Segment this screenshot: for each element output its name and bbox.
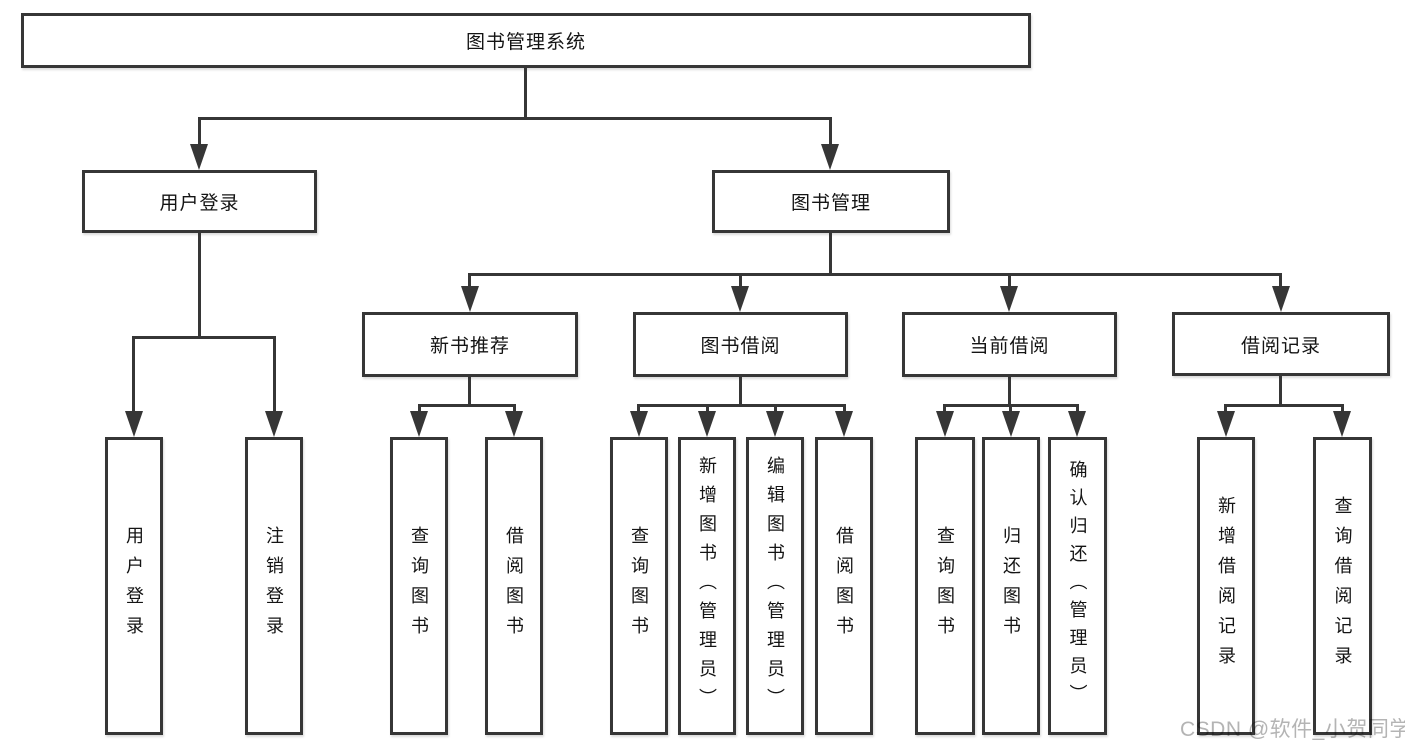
arrowhead-down (731, 286, 749, 312)
node-book-management: 图书管理 (712, 170, 950, 233)
leaf-confirm-return-admin: 确认归还（管理员） (1048, 437, 1107, 735)
arrowhead-down (766, 411, 784, 437)
arrowhead-down (1002, 411, 1020, 437)
node-label: 图书管理系统 (465, 32, 586, 53)
node-label: 图书借阅 (700, 336, 781, 357)
leaf-query-books-current: 查询图书 (915, 437, 975, 735)
leaf-edit-books-admin: 编辑图书（管理员） (746, 437, 804, 735)
leaf-label: 用户登录 (124, 526, 144, 646)
node-new-book-recommend: 新书推荐 (362, 312, 578, 377)
leaf-label: 借阅图书 (834, 526, 854, 646)
node-book-borrowing: 图书借阅 (633, 312, 848, 377)
leaf-label: 归还图书 (1001, 526, 1021, 646)
leaf-label: 新增借阅记录 (1216, 496, 1236, 676)
arrowhead-down (1272, 286, 1290, 312)
leaf-borrow-books-borrowing: 借阅图书 (815, 437, 873, 735)
leaf-label: 确认归还（管理员） (1067, 460, 1088, 712)
arrowhead-down (630, 411, 648, 437)
arrowhead-down (1217, 411, 1235, 437)
arrowhead-down (698, 411, 716, 437)
node-current-borrowing: 当前借阅 (902, 312, 1117, 377)
node-library-management-system: 图书管理系统 (21, 13, 1031, 68)
leaf-label: 新增图书（管理员） (697, 455, 717, 717)
leaf-query-books-borrowing: 查询图书 (610, 437, 668, 735)
leaf-user-login: 用户登录 (105, 437, 163, 735)
leaf-label: 编辑图书（管理员） (765, 455, 785, 717)
leaf-query-borrow-record: 查询借阅记录 (1313, 437, 1372, 735)
arrowhead-down (505, 411, 523, 437)
leaf-borrow-books-newbooks: 借阅图书 (485, 437, 543, 735)
leaf-label: 查询图书 (629, 526, 649, 646)
arrowhead-down (1333, 411, 1351, 437)
node-borrowing-records: 借阅记录 (1172, 312, 1390, 376)
node-label: 图书管理 (790, 193, 871, 214)
arrowhead-down (410, 411, 428, 437)
node-label: 新书推荐 (429, 336, 510, 357)
arrowhead-down (1068, 411, 1086, 437)
node-label: 当前借阅 (969, 336, 1050, 357)
leaf-label: 查询图书 (935, 526, 955, 646)
arrowhead-down (936, 411, 954, 437)
arrowhead-down (1000, 286, 1018, 312)
leaf-add-borrow-record: 新增借阅记录 (1197, 437, 1255, 735)
node-label: 借阅记录 (1240, 335, 1321, 357)
leaf-return-books: 归还图书 (982, 437, 1040, 735)
arrowhead-down (265, 411, 283, 437)
arrowhead-down (461, 286, 479, 312)
csdn-watermark: CSDN @软件_小贺同学 (1180, 718, 1405, 741)
arrowhead-down (821, 144, 839, 170)
leaf-label: 查询借阅记录 (1332, 496, 1353, 676)
leaf-logout: 注销登录 (245, 437, 303, 735)
leaf-add-books-admin: 新增图书（管理员） (678, 437, 736, 735)
arrowhead-down (125, 411, 143, 437)
leaf-label: 查询图书 (409, 526, 429, 646)
node-user-login: 用户登录 (82, 170, 317, 233)
arrowhead-down (835, 411, 853, 437)
arrowhead-down (190, 144, 208, 170)
leaf-label: 注销登录 (264, 526, 284, 646)
leaf-label: 借阅图书 (504, 526, 524, 646)
node-label: 用户登录 (159, 193, 240, 214)
leaf-query-books-newbooks: 查询图书 (390, 437, 448, 735)
